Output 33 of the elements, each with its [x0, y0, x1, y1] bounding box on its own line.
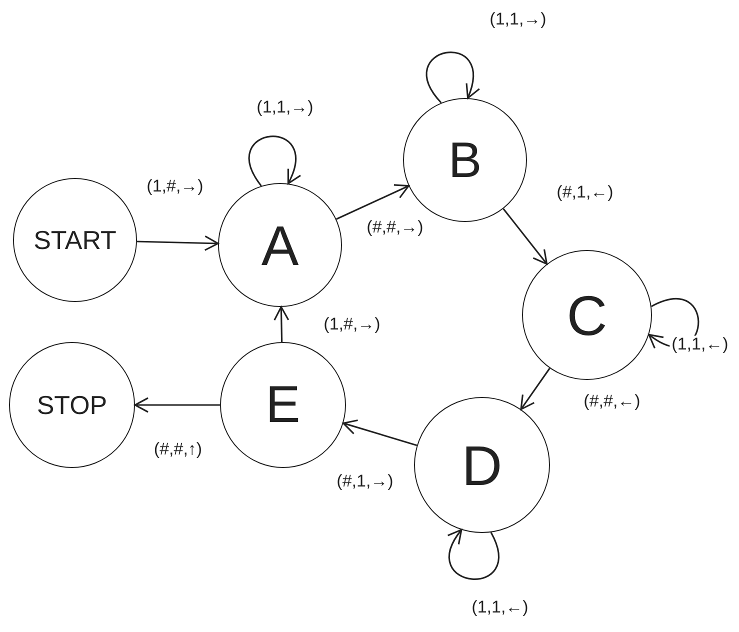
state-circle	[522, 250, 652, 380]
self-loop-arrow	[448, 529, 500, 580]
self-loop-arrow	[248, 136, 300, 186]
state-circle	[9, 342, 135, 468]
state-circle	[220, 342, 346, 468]
state-label: E	[266, 375, 300, 435]
edge-label: (#,1,←)	[554, 184, 616, 202]
transition-arrow	[342, 419, 418, 446]
transition-arrow	[336, 184, 410, 220]
transition-arrow	[502, 208, 548, 265]
edge-label: (#,1,→)	[334, 472, 396, 492]
edge-label: (1,1,←)	[670, 336, 730, 354]
state-circle	[414, 397, 550, 533]
edge-label: (1,#,→)	[144, 178, 206, 196]
state-label: C	[566, 282, 608, 348]
edge-label: (1,#,→)	[322, 316, 382, 334]
edge-label: (1,1,←)	[470, 598, 530, 618]
edge-label: (#,#,←)	[582, 392, 642, 412]
self-loop-arrow	[426, 52, 480, 104]
edge-label: (#,#,→)	[364, 218, 426, 238]
edge-label: (1,1,→)	[488, 10, 548, 30]
state-label: START	[34, 224, 116, 256]
transition-arrow	[134, 397, 220, 413]
state-label: D	[462, 432, 502, 498]
state-circle	[13, 178, 137, 302]
state-label: STOP	[36, 390, 108, 420]
edge-label: (1,1,→)	[254, 98, 316, 118]
state-label: A	[261, 212, 299, 278]
state-circle	[218, 183, 342, 307]
transition-arrow	[136, 235, 219, 251]
transition-arrow	[520, 368, 550, 410]
state-label: B	[448, 131, 482, 189]
transition-arrow	[274, 306, 290, 342]
